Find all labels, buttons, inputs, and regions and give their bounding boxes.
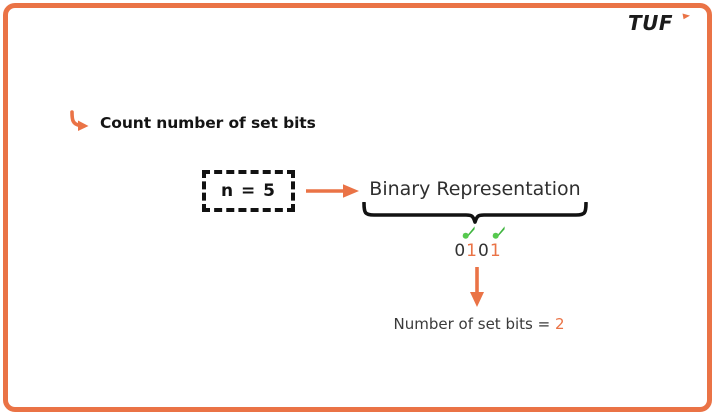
result-text: Number of set bits = 2: [334, 315, 624, 333]
result-label: Number of set bits =: [393, 315, 551, 333]
binary-digit: 0: [478, 241, 490, 261]
binary-digit: 1: [489, 241, 502, 261]
curly-brace-down-icon: [362, 202, 588, 224]
check-mark-icon: [462, 226, 475, 239]
arrow-down-icon: [470, 267, 484, 307]
tuf-logo-arrow-icon: [682, 13, 690, 20]
tuf-logo-text: TUF: [628, 11, 673, 35]
binary-digit: 0: [454, 241, 467, 261]
curved-hook-arrow-icon: [70, 110, 89, 131]
input-value-box: n = 5: [202, 170, 295, 212]
tuf-logo: TUF: [627, 10, 693, 36]
binary-digits: 0101: [440, 241, 516, 261]
binary-representation-title: Binary Representation: [369, 178, 581, 200]
binary-digit: 1: [466, 241, 478, 261]
result-value: 2: [554, 315, 565, 333]
arrow-right-icon: [306, 184, 359, 198]
check-mark-icon: [492, 226, 505, 239]
set-bit-checks: [440, 225, 516, 241]
heading-text: Count number of set bits: [100, 114, 316, 132]
slide-border: [3, 3, 712, 412]
heading-row: Count number of set bits: [68, 108, 316, 138]
input-value-label: n = 5: [220, 181, 276, 201]
